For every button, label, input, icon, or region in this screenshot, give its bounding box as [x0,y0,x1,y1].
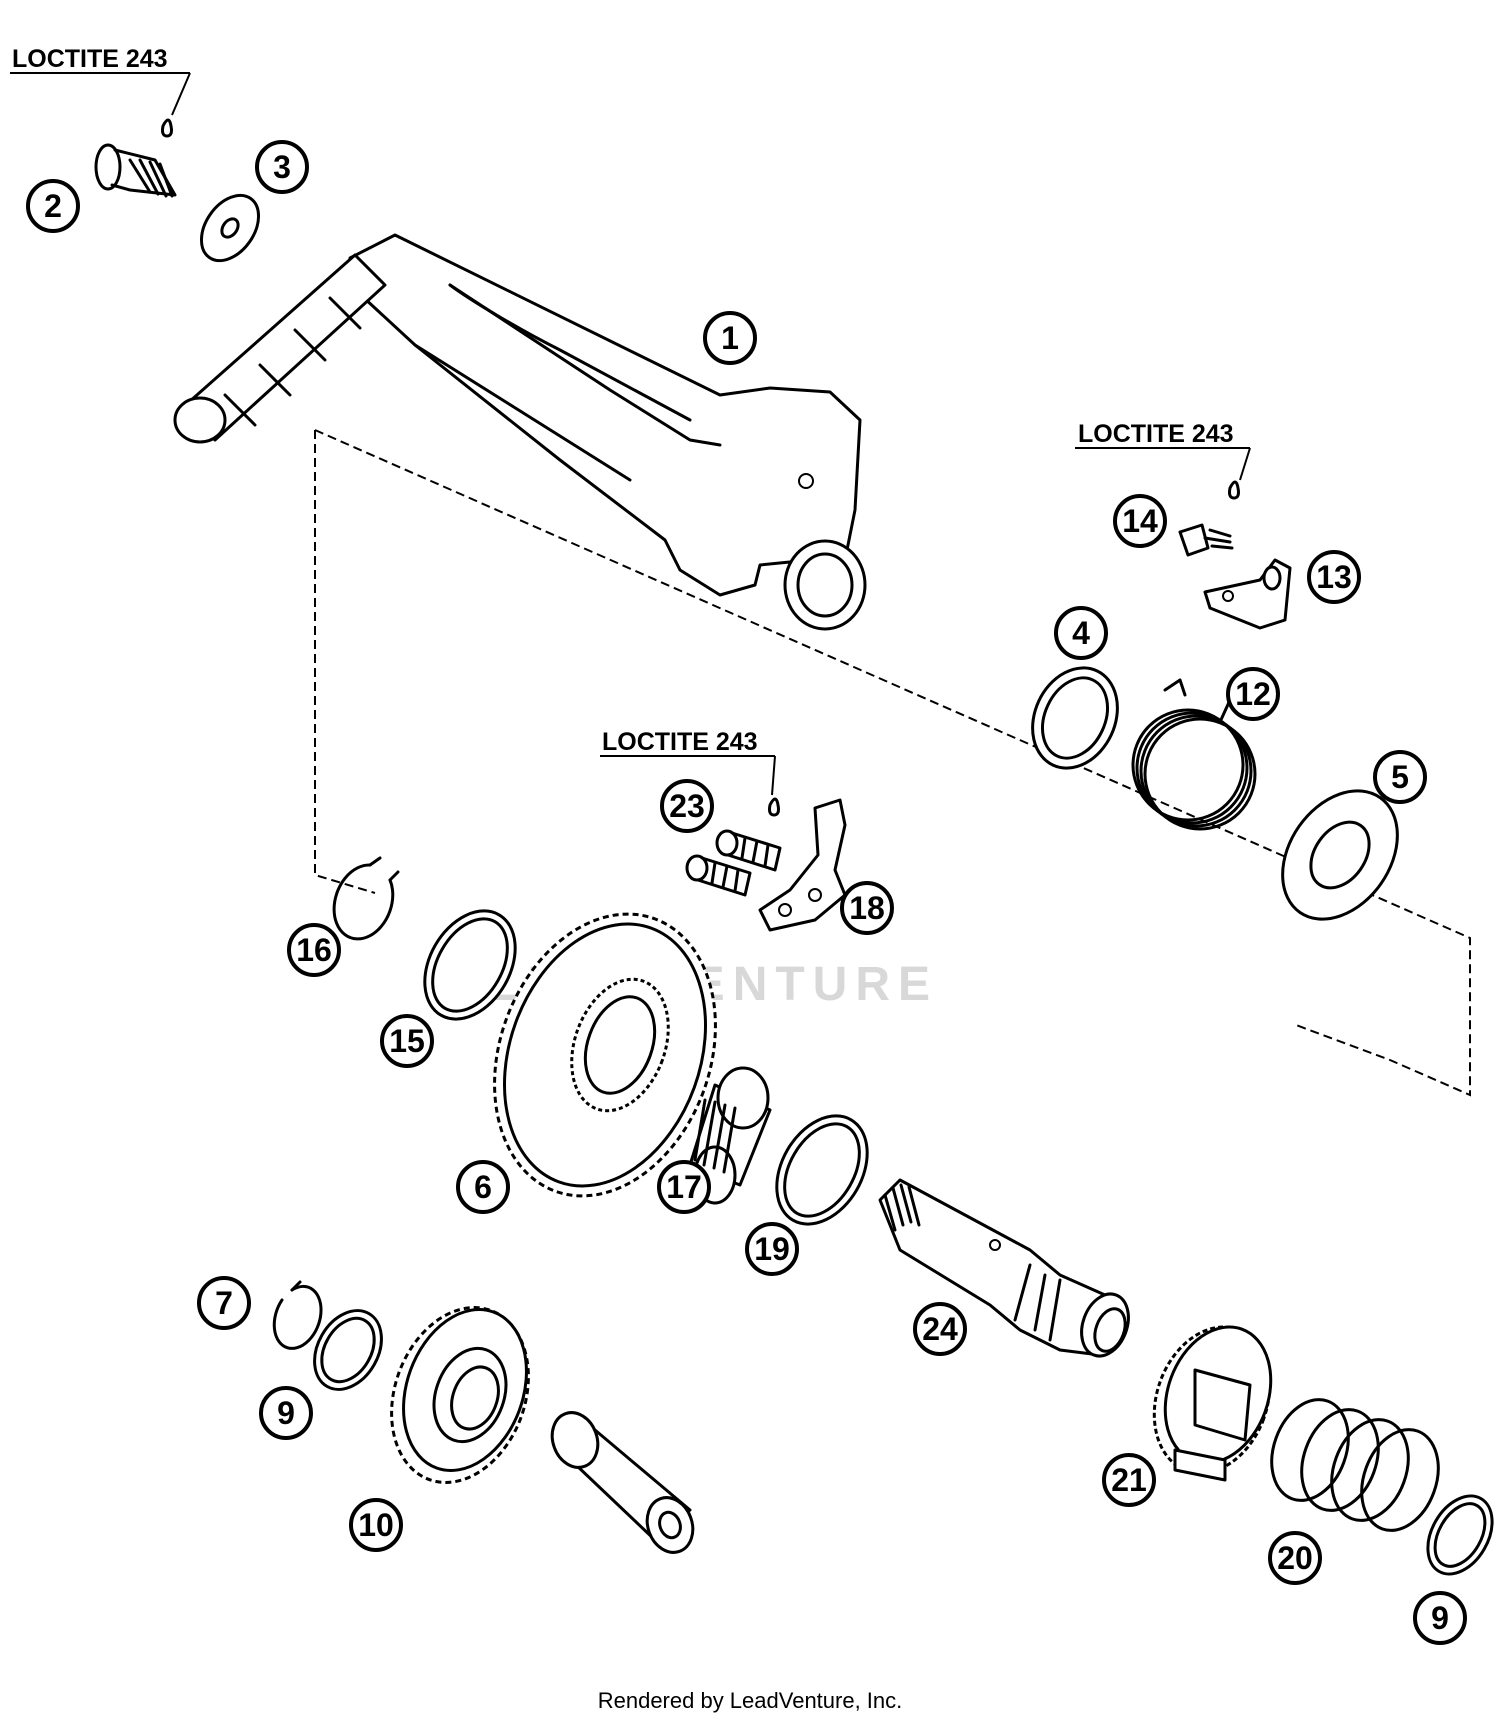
callout-21: 21 [1102,1453,1156,1507]
svg-text:LOCTITE 243: LOCTITE 243 [1078,420,1234,448]
part-5-washer [1281,789,1399,921]
part-6-gear [493,912,717,1198]
part-9-washer-right [1426,1494,1494,1576]
loctite-label-top-left: LOCTITE 243 [10,45,191,116]
svg-text:14: 14 [1122,503,1158,539]
part-16-circlip [332,856,400,941]
callout-7: 7 [197,1276,251,1330]
part-24-kick-shaft [878,1178,1130,1358]
svg-text:LOCTITE 243: LOCTITE 243 [12,45,168,73]
svg-text:9: 9 [1431,1600,1449,1636]
svg-text:24: 24 [922,1311,958,1347]
callout-3: 3 [255,140,309,194]
callout-6: 6 [456,1160,510,1214]
callout-17: 17 [657,1160,711,1214]
svg-text:7: 7 [215,1285,233,1321]
svg-text:16: 16 [296,932,332,968]
svg-text:6: 6 [474,1169,492,1205]
callout-23: 23 [660,779,714,833]
part-19-washer [775,1114,869,1226]
callout-13: 13 [1307,550,1361,604]
callout-5: 5 [1373,750,1427,804]
svg-text:1: 1 [721,320,739,356]
footer-credit: Rendered by LeadVenture, Inc. [598,1688,903,1713]
callout-10: 10 [349,1498,403,1552]
callout-9-left: 9 [259,1386,313,1440]
part-2-screw [94,118,177,198]
svg-text:15: 15 [389,1023,425,1059]
svg-text:4: 4 [1072,615,1090,651]
callout-12: 12 [1226,667,1280,721]
part-3-washer [199,193,261,263]
svg-text:2: 2 [44,188,62,224]
svg-text:20: 20 [1277,1540,1313,1576]
part-23-screws [685,797,782,897]
part-4-washer [1031,666,1119,770]
callout-4: 4 [1054,606,1108,660]
part-17-bearing [688,1066,772,1205]
svg-text:9: 9 [277,1395,295,1431]
callout-15: 15 [380,1014,434,1068]
svg-text:3: 3 [273,149,291,185]
svg-text:12: 12 [1235,676,1271,712]
part-13-bracket [1203,558,1292,630]
svg-text:13: 13 [1316,559,1352,595]
bushing-sleeve [550,1411,695,1554]
callout-14: 14 [1113,494,1167,548]
assembly-lines [314,429,1471,1097]
part-15-washer [423,909,517,1021]
part-21-ratchet-gear [1152,1325,1273,1482]
svg-text:23: 23 [669,788,705,824]
callout-24: 24 [913,1302,967,1356]
part-10-idler-gear [390,1306,530,1484]
callout-19: 19 [745,1222,799,1276]
part-1-kick-lever [173,233,867,631]
svg-text:5: 5 [1391,759,1409,795]
svg-text:10: 10 [358,1507,394,1543]
part-18-ratchet-guide [758,798,847,932]
svg-text:17: 17 [666,1169,702,1205]
part-9-washer-left [313,1309,383,1391]
part-14-bolt [1178,480,1240,557]
callout-1: 1 [703,311,757,365]
part-20-coil-spring [1270,1398,1440,1532]
callout-2: 2 [26,179,80,233]
svg-text:18: 18 [849,890,885,926]
svg-text:21: 21 [1111,1462,1147,1498]
svg-text:19: 19 [754,1231,790,1267]
svg-text:LOCTITE 243: LOCTITE 243 [602,728,758,756]
part-7-circlip [272,1280,323,1350]
loctite-label-right: LOCTITE 243 [1075,420,1251,481]
callout-9-right: 9 [1413,1591,1467,1645]
callout-16: 16 [287,923,341,977]
callout-18: 18 [840,881,894,935]
callout-20: 20 [1268,1531,1322,1585]
loctite-label-center: LOCTITE 243 [600,728,776,796]
part-12-spring [1131,678,1257,831]
